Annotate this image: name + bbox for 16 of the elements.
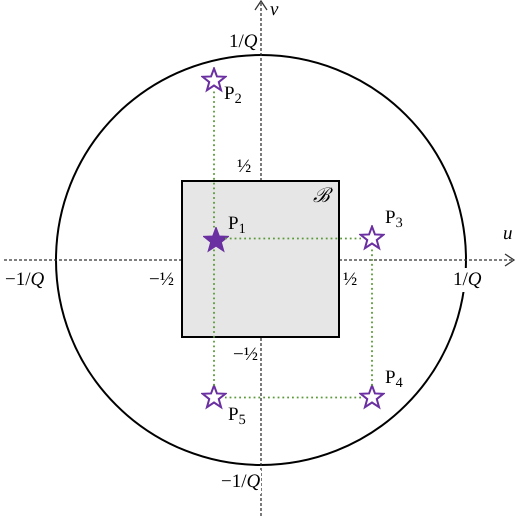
- dotted-line: [371, 250, 373, 386]
- dotted-line: [213, 250, 215, 386]
- point-label: P$_{3}$: [385, 208, 403, 227]
- point-label: P$_{2}$: [224, 84, 242, 103]
- point-label: P$_{4}$: [385, 368, 403, 387]
- star-icon: [359, 384, 385, 410]
- star-icon: [201, 384, 227, 410]
- axis-tick-label: −1/Q: [220, 470, 262, 494]
- dotted-line: [225, 238, 361, 240]
- region-square: [181, 180, 340, 338]
- point-label: P$_{1}$: [228, 214, 246, 233]
- star-icon: [203, 227, 229, 253]
- axis-tick-label: 1/Q: [452, 268, 483, 292]
- point-label: P$_{5}$: [228, 405, 246, 424]
- dotted-line: [225, 396, 361, 398]
- star-icon: [359, 225, 385, 251]
